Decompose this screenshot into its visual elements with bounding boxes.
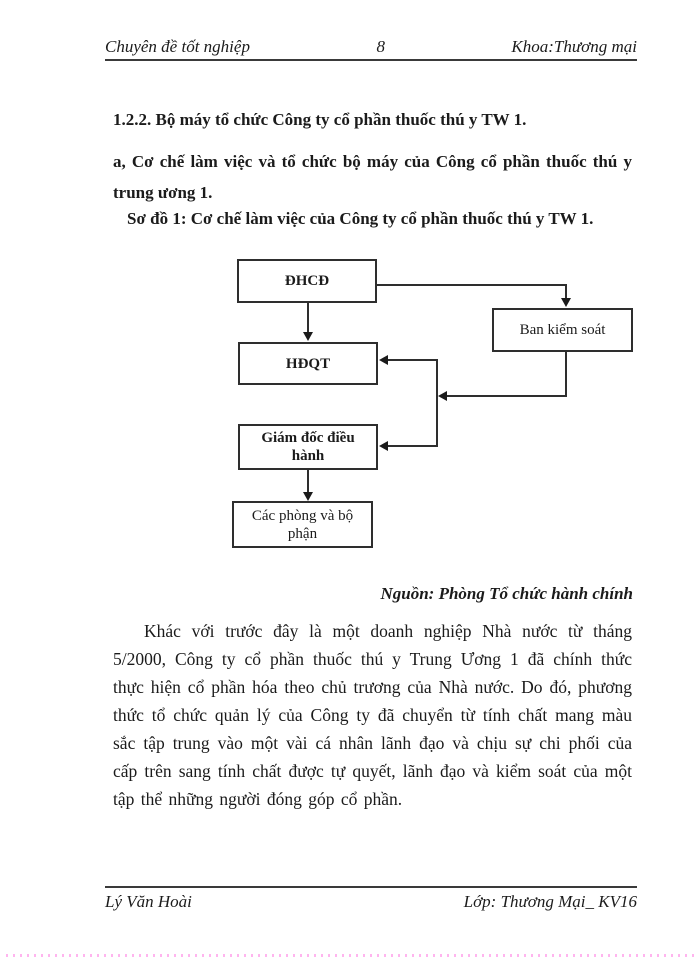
diagram-box-giam-doc: Giám đốc điều hành <box>238 424 378 470</box>
diagram-box-ban-kiem-soat: Ban kiểm soát <box>492 308 633 352</box>
bottom-dotted-divider <box>6 954 694 957</box>
connector-bracket-bottom-horizontal <box>388 445 438 447</box>
arrowhead-into-cac-phong-icon <box>303 492 313 501</box>
header-rule-line <box>105 59 637 61</box>
connector-dhcd-bks-horizontal <box>377 284 567 286</box>
diagram-caption: Sơ đồ 1: Cơ chế làm việc của Công ty cổ … <box>127 209 594 228</box>
diagram-box-cac-phong: Các phòng và bộ phận <box>232 501 373 548</box>
arrowhead-left-into-bracket-icon <box>438 391 447 401</box>
header-page-number: 8 <box>376 37 385 56</box>
arrowhead-left-into-hdqt-icon <box>379 355 388 365</box>
arrowhead-into-ban-kiem-soat-icon <box>561 298 571 307</box>
diagram-box-dhcd: ĐHCĐ <box>237 259 377 303</box>
page-footer: Lý Văn Hoài Lớp: Thương Mại_ KV16 <box>105 892 637 912</box>
diagram-box-hdqt: HĐQT <box>238 342 378 385</box>
source-note: Nguồn: Phòng Tổ chức hành chính <box>380 584 633 603</box>
connector-bks-down-vertical <box>565 352 567 397</box>
arrowhead-into-hdqt-icon <box>303 332 313 341</box>
header-left-title: Chuyên đề tốt nghiệp <box>105 37 250 56</box>
connector-bks-left-horizontal <box>447 395 567 397</box>
arrowhead-left-into-giam-doc-icon <box>379 441 388 451</box>
connector-bracket-vertical <box>436 359 438 447</box>
connector-dhcd-bks-vertical <box>565 284 567 299</box>
footer-class-label: Lớp: Thương Mại_ KV16 <box>463 892 637 911</box>
connector-gd-cp-vertical <box>307 470 309 493</box>
connector-dhcd-hdqt-vertical <box>307 303 309 333</box>
footer-author-name: Lý Văn Hoài <box>105 892 192 911</box>
header-right-faculty: Khoa:Thương mại <box>511 37 637 56</box>
section-heading: 1.2.2. Bộ máy tổ chức Công ty cổ phần th… <box>113 110 527 129</box>
subsection-heading: a, Cơ chế làm việc và tổ chức bộ máy của… <box>113 152 632 202</box>
footer-rule-line <box>105 886 637 888</box>
page-header: Chuyên đề tốt nghiệp 8 Khoa:Thương mại <box>105 37 637 57</box>
connector-bracket-top-horizontal <box>388 359 438 361</box>
body-paragraph: Khác với trước đây là một doanh nghiệp N… <box>113 621 632 809</box>
